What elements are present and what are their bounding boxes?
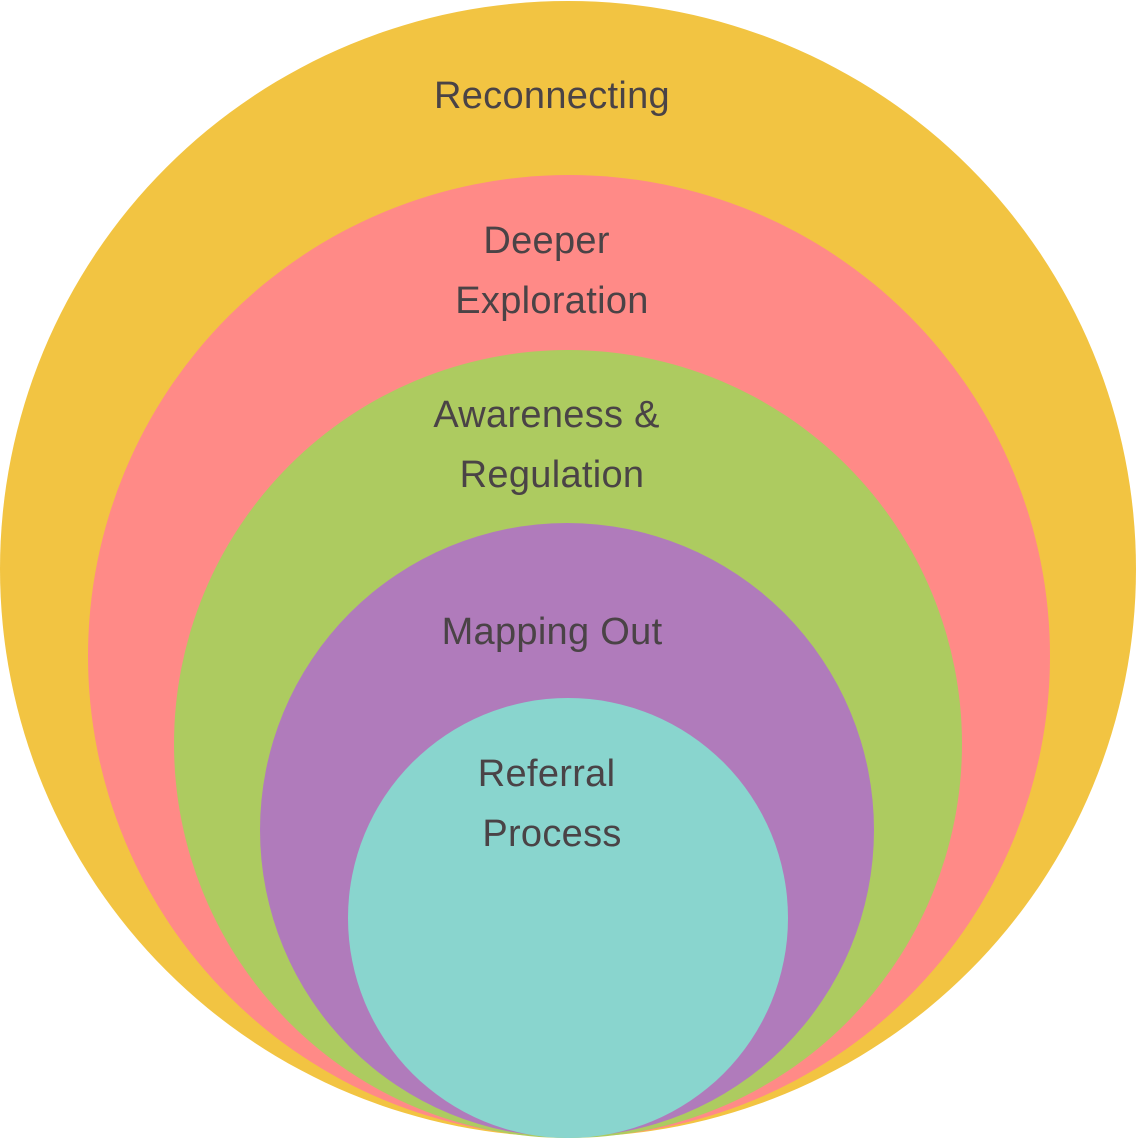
label-line: Regulation [460,454,645,496]
label-reconnecting: Reconnecting [434,75,670,117]
label-line: Exploration [455,280,648,322]
label-referral-process: Referral Process [478,753,626,855]
label-mapping-out: Mapping Out [442,611,663,653]
circle-referral-process [348,698,788,1138]
label-line: Mapping Out [442,611,663,653]
label-line: Awareness & [433,394,660,436]
layer-referral-process: Referral Process [348,698,788,1138]
label-line: Process [482,813,621,855]
label-line: Referral [478,753,616,795]
label-awareness-regulation: Awareness & Regulation [433,394,670,496]
label-line: Deeper [483,220,609,262]
label-deeper-exploration: Deeper Exploration [455,220,648,322]
label-line: Reconnecting [434,75,670,117]
